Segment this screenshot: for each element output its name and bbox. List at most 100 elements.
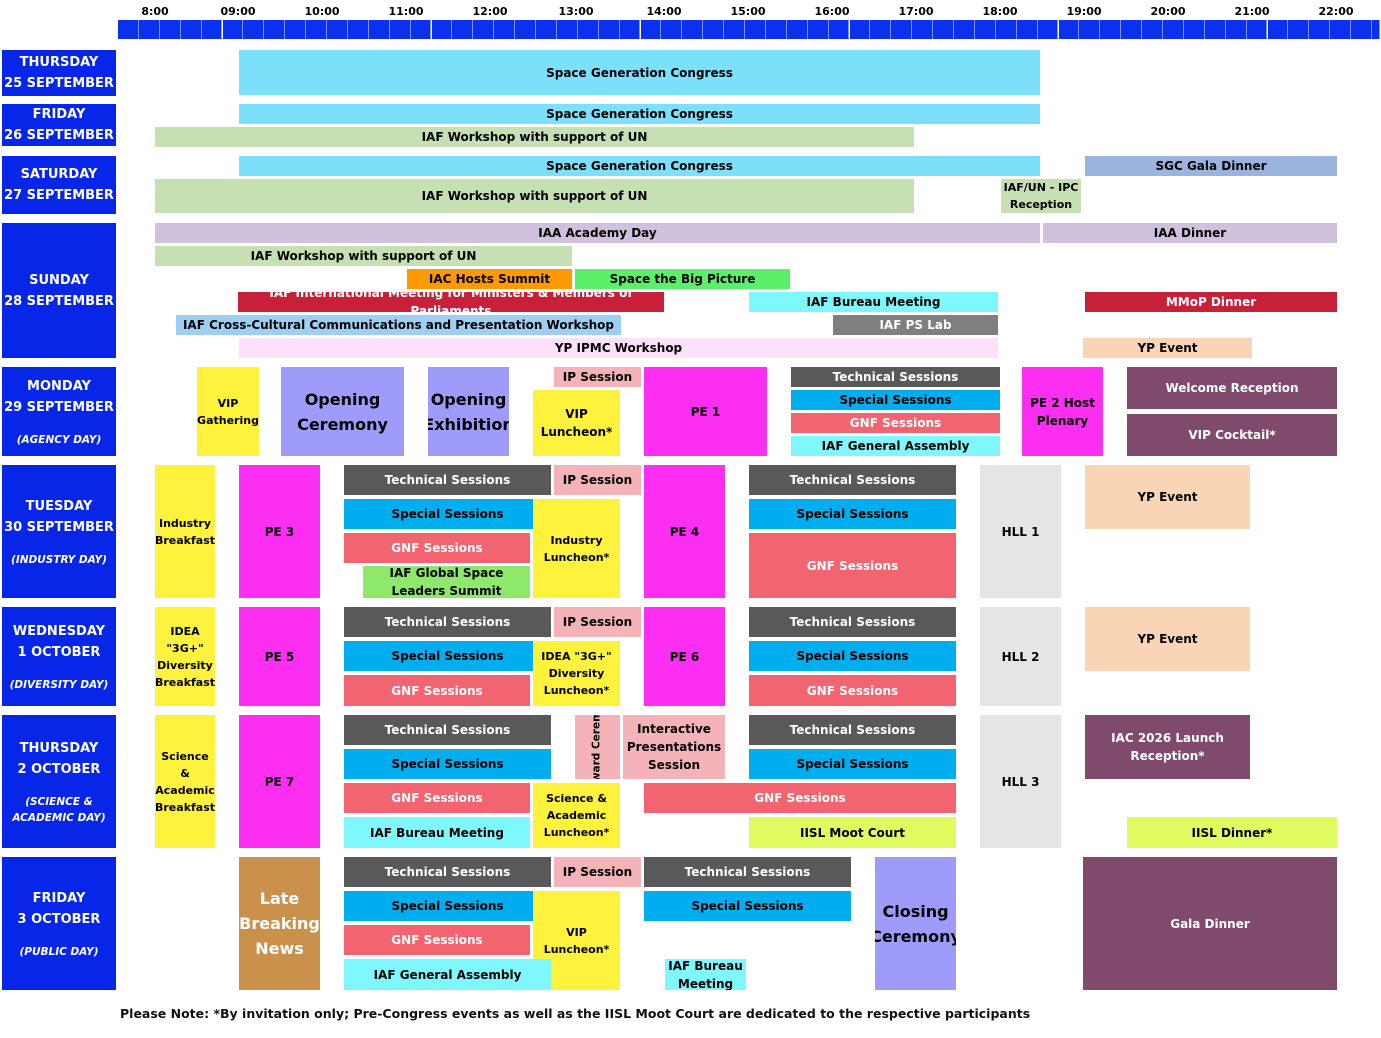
event-block: IAC 2026 Launch Reception* [1085, 715, 1250, 779]
event-label: Special Sessions [391, 899, 504, 913]
event-block: Special Sessions [749, 641, 956, 671]
event-block: Special Sessions [344, 891, 551, 921]
event-block: IAF Workshop with support of UN [155, 179, 914, 213]
event-label: IP Session [562, 473, 633, 487]
event-block: IAF Cross-Cultural Communications and Pr… [176, 315, 621, 335]
time-slot [1100, 20, 1122, 39]
time-slot [1121, 20, 1143, 39]
event-label: Technical Sessions [789, 615, 916, 629]
day-name: TUESDAY [25, 498, 93, 514]
time-slot [1016, 20, 1038, 39]
event-label: PE 3 [264, 524, 295, 539]
time-slot [724, 20, 745, 39]
event-block: Late Breaking News [239, 857, 320, 990]
event-block: SGC Gala Dinner [1085, 156, 1337, 176]
event-block: Technical Sessions [344, 857, 551, 887]
event-label: Opening Ceremony [297, 389, 388, 434]
time-slot [306, 20, 327, 39]
event-block: IAF/UN - IPC Reception [1001, 179, 1081, 213]
event-label: Special Sessions [839, 393, 952, 407]
day-name: SATURDAY [20, 167, 98, 182]
event-block: Technical Sessions [344, 715, 551, 745]
event-block: Interactive Presentations Session [623, 715, 725, 779]
time-slot [180, 20, 202, 39]
event-block: GNF Sessions [344, 783, 530, 813]
event-block: GNF Sessions [791, 413, 1000, 433]
time-slot [1163, 20, 1184, 39]
event-block: Special Sessions [749, 499, 956, 529]
day-name: MONDAY [27, 378, 91, 394]
event-label: IISL Dinner* [1191, 825, 1273, 840]
day-date: 3 OCTOBER [17, 911, 101, 927]
event-block: Special Sessions [344, 749, 551, 779]
event-block: PE 4 [644, 465, 725, 598]
event-label: IAA Academy Day [538, 226, 657, 240]
event-block: Special Sessions [644, 891, 851, 921]
event-block: Gala Dinner [1083, 857, 1337, 990]
time-slot [347, 20, 369, 39]
event-label: PE 4 [669, 524, 700, 539]
event-label: Special Sessions [796, 507, 909, 521]
event-block: IP Session [554, 857, 641, 887]
event-block: Industry Luncheon* [533, 499, 620, 598]
time-slot [912, 20, 934, 39]
day-date: 30 SEPTEMBER [4, 519, 114, 535]
event-label: GNF Sessions [391, 683, 483, 698]
hour-label: 09:00 [220, 5, 256, 18]
event-label: PE 7 [264, 774, 295, 789]
time-slot [243, 20, 265, 39]
event-label: Opening Exhibition [428, 389, 509, 434]
event-label: Closing Ceremony [875, 901, 956, 946]
event-label: HLL 1 [1001, 524, 1040, 539]
event-label: IAF Bureau Meeting [668, 959, 743, 990]
time-slot [1183, 20, 1205, 39]
event-label: HLL 3 [1001, 774, 1040, 789]
event-label: SGC Gala Dinner [1155, 159, 1267, 173]
event-block: IAF General Assembly [344, 959, 551, 990]
time-slot [640, 20, 662, 39]
event-block: PE 7 [239, 715, 320, 848]
event-block: GNF Sessions [644, 783, 956, 813]
day-theme: (AGENCY DAY) [16, 433, 102, 446]
time-slot [995, 20, 1017, 39]
time-slot [661, 20, 683, 39]
hour-label: 11:00 [388, 5, 424, 18]
event-block: IP Session [554, 465, 641, 495]
event-block: GNF Sessions [344, 533, 530, 563]
event-label: Special Sessions [796, 649, 909, 663]
time-slot [703, 20, 725, 39]
event-block: IISL Moot Court [749, 817, 956, 848]
event-block: IDEA "3G+" Diversity Luncheon* [533, 641, 620, 706]
event-label: Space Generation Congress [546, 107, 733, 121]
event-label: YP IPMC Workshop [554, 341, 683, 355]
event-label: Technical Sessions [384, 865, 511, 879]
time-slot [452, 20, 474, 39]
day-name: WEDNESDAY [12, 623, 106, 639]
event-block: Space Generation Congress [239, 156, 1040, 176]
event-block: IAF Bureau Meeting [665, 959, 746, 990]
day-theme: (SCIENCE & ACADEMIC DAY) [12, 795, 106, 824]
event-block: YP Event [1083, 338, 1252, 358]
event-block: GNF Sessions [344, 675, 530, 706]
event-block: Technical Sessions [791, 367, 1000, 387]
event-block: PE 5 [239, 607, 320, 706]
event-block: Technical Sessions [344, 465, 551, 495]
event-block: Technical Sessions [344, 607, 551, 637]
event-label: Special Sessions [691, 899, 804, 913]
event-label: Technical Sessions [384, 615, 511, 629]
time-slot [598, 20, 620, 39]
event-block: YP Event [1085, 465, 1250, 529]
event-label: IP Session [562, 370, 633, 384]
time-slot [577, 20, 599, 39]
event-label: VIP Luncheon* [543, 925, 610, 956]
event-block: VIP Cocktail* [1127, 414, 1337, 456]
event-label: IAA Dinner [1153, 226, 1227, 240]
hour-label: 10:00 [304, 5, 340, 18]
day-theme: (INDUSTRY DAY) [11, 553, 107, 566]
event-label: IAF International Meeting for Ministers … [269, 292, 633, 312]
time-slot [222, 20, 244, 39]
event-label: Interactive Presentations Session [626, 722, 722, 772]
event-label: HLL 2 [1001, 649, 1040, 664]
